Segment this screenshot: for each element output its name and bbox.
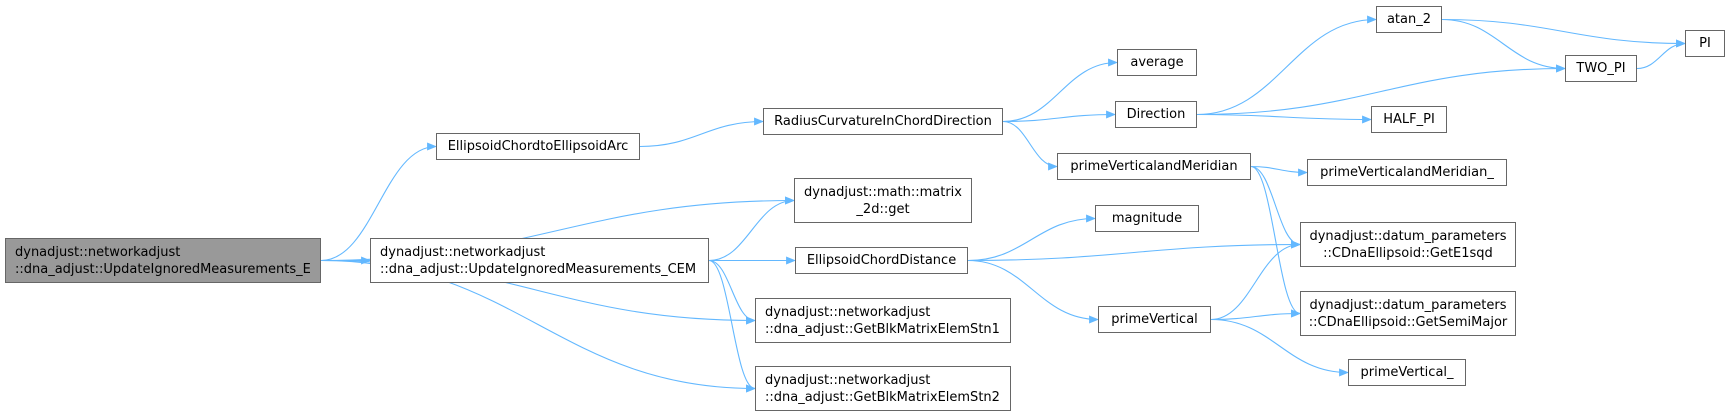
node-radius[interactable]: RadiusCurvatureInChordDirection xyxy=(763,108,1003,135)
node-magnitude[interactable]: magnitude xyxy=(1095,205,1199,232)
node-pv-underscore[interactable]: primeVertical_ xyxy=(1348,359,1466,386)
node-arc[interactable]: EllipsoidChordtoEllipsoidArc xyxy=(436,133,640,160)
edge-pvm-to-pvm_ xyxy=(1250,165,1308,177)
edge-direction-to-atan2 xyxy=(1196,15,1377,116)
node-half-pi[interactable]: HALF_PI xyxy=(1371,106,1447,133)
edge-prime_vertical-to-semimajor xyxy=(1210,309,1301,321)
edge-chord_dist-to-e1sqd xyxy=(967,240,1301,262)
edge-cem-to-stn1 xyxy=(708,259,756,325)
node-stn1[interactable]: dynadjust::networkadjust ::dna_adjust::G… xyxy=(755,298,1011,343)
edge-chord_dist-to-magnitude xyxy=(967,214,1096,262)
edge-direction-to-two_pi xyxy=(1196,64,1566,116)
node-pi[interactable]: PI xyxy=(1685,30,1725,57)
node-two-pi[interactable]: TWO_PI xyxy=(1565,55,1637,82)
edge-prime_vertical-to-e1sqd xyxy=(1210,240,1301,321)
edge-chord_dist-to-prime_vertical xyxy=(967,259,1099,324)
edge-pvm-to-semimajor xyxy=(1250,165,1301,318)
edge-pvm-to-e1sqd xyxy=(1250,165,1301,249)
node-semimajor[interactable]: dynadjust::datum_parameters ::CDnaEllips… xyxy=(1300,291,1516,336)
node-matrix-get[interactable]: dynadjust::math::matrix _2d::get xyxy=(794,178,972,223)
edge-cem-to-matrix_get xyxy=(708,196,795,262)
edge-root-to-arc xyxy=(320,142,437,262)
node-pvm[interactable]: primeVerticalandMeridian xyxy=(1057,153,1251,180)
edge-cem-to-stn2 xyxy=(708,259,756,393)
node-stn2[interactable]: dynadjust::networkadjust ::dna_adjust::G… xyxy=(755,366,1011,411)
edge-atan2-to-pi xyxy=(1441,18,1686,48)
node-direction[interactable]: Direction xyxy=(1115,101,1197,128)
node-average[interactable]: average xyxy=(1117,49,1197,76)
edge-two_pi-to-pi xyxy=(1636,39,1686,70)
node-cem[interactable]: dynadjust::networkadjust ::dna_adjust::U… xyxy=(370,238,709,283)
node-atan2[interactable]: atan_2 xyxy=(1376,6,1442,33)
edge-atan2-to-two_pi xyxy=(1441,18,1566,73)
node-e1sqd[interactable]: dynadjust::datum_parameters ::CDnaEllips… xyxy=(1300,222,1516,267)
node-pvm-underscore[interactable]: primeVerticalandMeridian_ xyxy=(1307,159,1507,186)
edge-radius-to-direction xyxy=(1002,110,1116,123)
node-chord-dist[interactable]: EllipsoidChordDistance xyxy=(795,247,968,274)
edge-arc-to-radius xyxy=(639,117,764,148)
edge-direction-to-half_pi xyxy=(1196,113,1372,124)
edge-radius-to-average xyxy=(1002,58,1118,123)
edge-radius-to-pvm xyxy=(1002,120,1058,171)
node-root: dynadjust::networkadjust ::dna_adjust::U… xyxy=(5,238,321,283)
node-prime-vertical[interactable]: primeVertical xyxy=(1098,306,1211,333)
edge-prime_vertical-to-pv_ xyxy=(1210,318,1349,377)
